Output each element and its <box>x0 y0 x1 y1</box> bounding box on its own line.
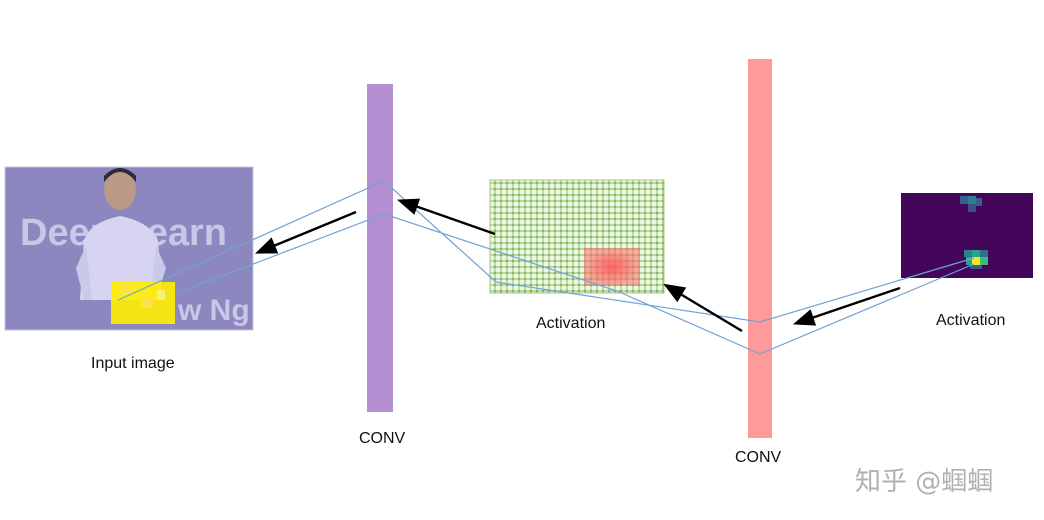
projection-rays <box>117 180 975 355</box>
input-image: Deep Learn w Ng <box>4 166 254 331</box>
conv2-bar <box>748 59 772 438</box>
arrow-4 <box>255 210 357 254</box>
watermark: 知乎 @蝈蝈 <box>855 467 994 497</box>
activation1-highlight <box>584 248 640 286</box>
arrow-2 <box>663 283 743 333</box>
input-image-label: Input image <box>91 355 175 372</box>
activation1-label: Activation <box>536 315 606 332</box>
activation2-label: Activation <box>936 312 1006 329</box>
arrow-1 <box>792 286 901 326</box>
photo-text-line2: w Ng <box>177 294 250 327</box>
backward-arrows <box>255 198 901 333</box>
conv1-label: CONV <box>359 430 406 447</box>
activation2-heatmap <box>901 193 1033 278</box>
activation1-map <box>489 179 665 294</box>
arrow-3 <box>396 198 496 236</box>
conv1-bar <box>367 84 393 412</box>
conv2-label: CONV <box>735 449 782 466</box>
